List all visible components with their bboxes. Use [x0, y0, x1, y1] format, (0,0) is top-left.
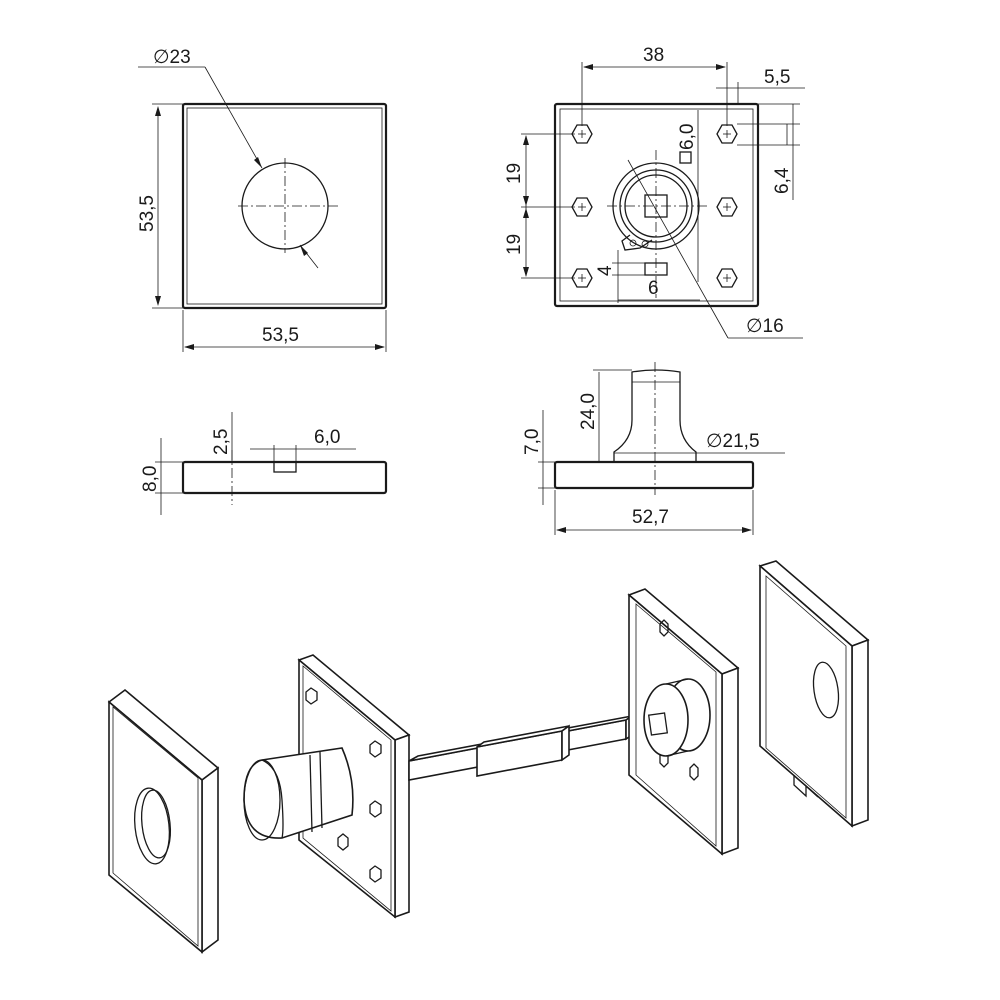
rose-side-view: 2,5 6,0 8,0 [140, 412, 388, 515]
dim-slot-height: 4 [595, 265, 616, 276]
dim-hole-offset-x: 5,5 [764, 67, 790, 88]
dim-hole-spacing-y-bottom: 19 [504, 234, 525, 255]
dim-stem-height: 24,0 [578, 393, 599, 430]
dim-hole-spacing-y-top: 19 [504, 163, 525, 184]
dim-side-recess-depth: 2,5 [211, 429, 232, 455]
plate-side-view: 24,0 7,0 ∅21,5 52,7 [522, 362, 785, 535]
dim-base-width: 52,7 [632, 507, 669, 528]
dim-side-thickness: 8,0 [140, 466, 161, 492]
iso-left-rose [107, 688, 220, 954]
dim-rose-width: 53,5 [262, 325, 299, 346]
iso-back-plate [627, 588, 740, 856]
front-rose-view: ∅23 53,5 53,5 [137, 47, 388, 352]
dim-hole-offset-y2: 6,4 [772, 167, 793, 194]
dim-hole-spacing-x: 38 [643, 45, 664, 66]
exploded-assembly-view [107, 560, 870, 954]
dim-base-height: 7,0 [522, 429, 543, 455]
dim-rose-height: 53,5 [137, 195, 158, 232]
dim-spindle-diameter: ∅16 [746, 316, 784, 337]
iso-spindle [408, 714, 633, 781]
dim-rose-hole-diameter: ∅23 [153, 47, 191, 68]
dim-slot-width: 6 [648, 278, 659, 299]
iso-thumb-turn-plate [243, 654, 411, 919]
dim-collar-diameter: ∅21,5 [706, 431, 760, 452]
iso-right-cover [758, 560, 870, 828]
back-plate-view: 38 5,5 6,0 6,4 19 19 4 6 ∅16 [504, 45, 805, 339]
dim-hole-offset-y: 6,0 [677, 124, 698, 150]
dim-side-recess-width: 6,0 [314, 427, 340, 448]
